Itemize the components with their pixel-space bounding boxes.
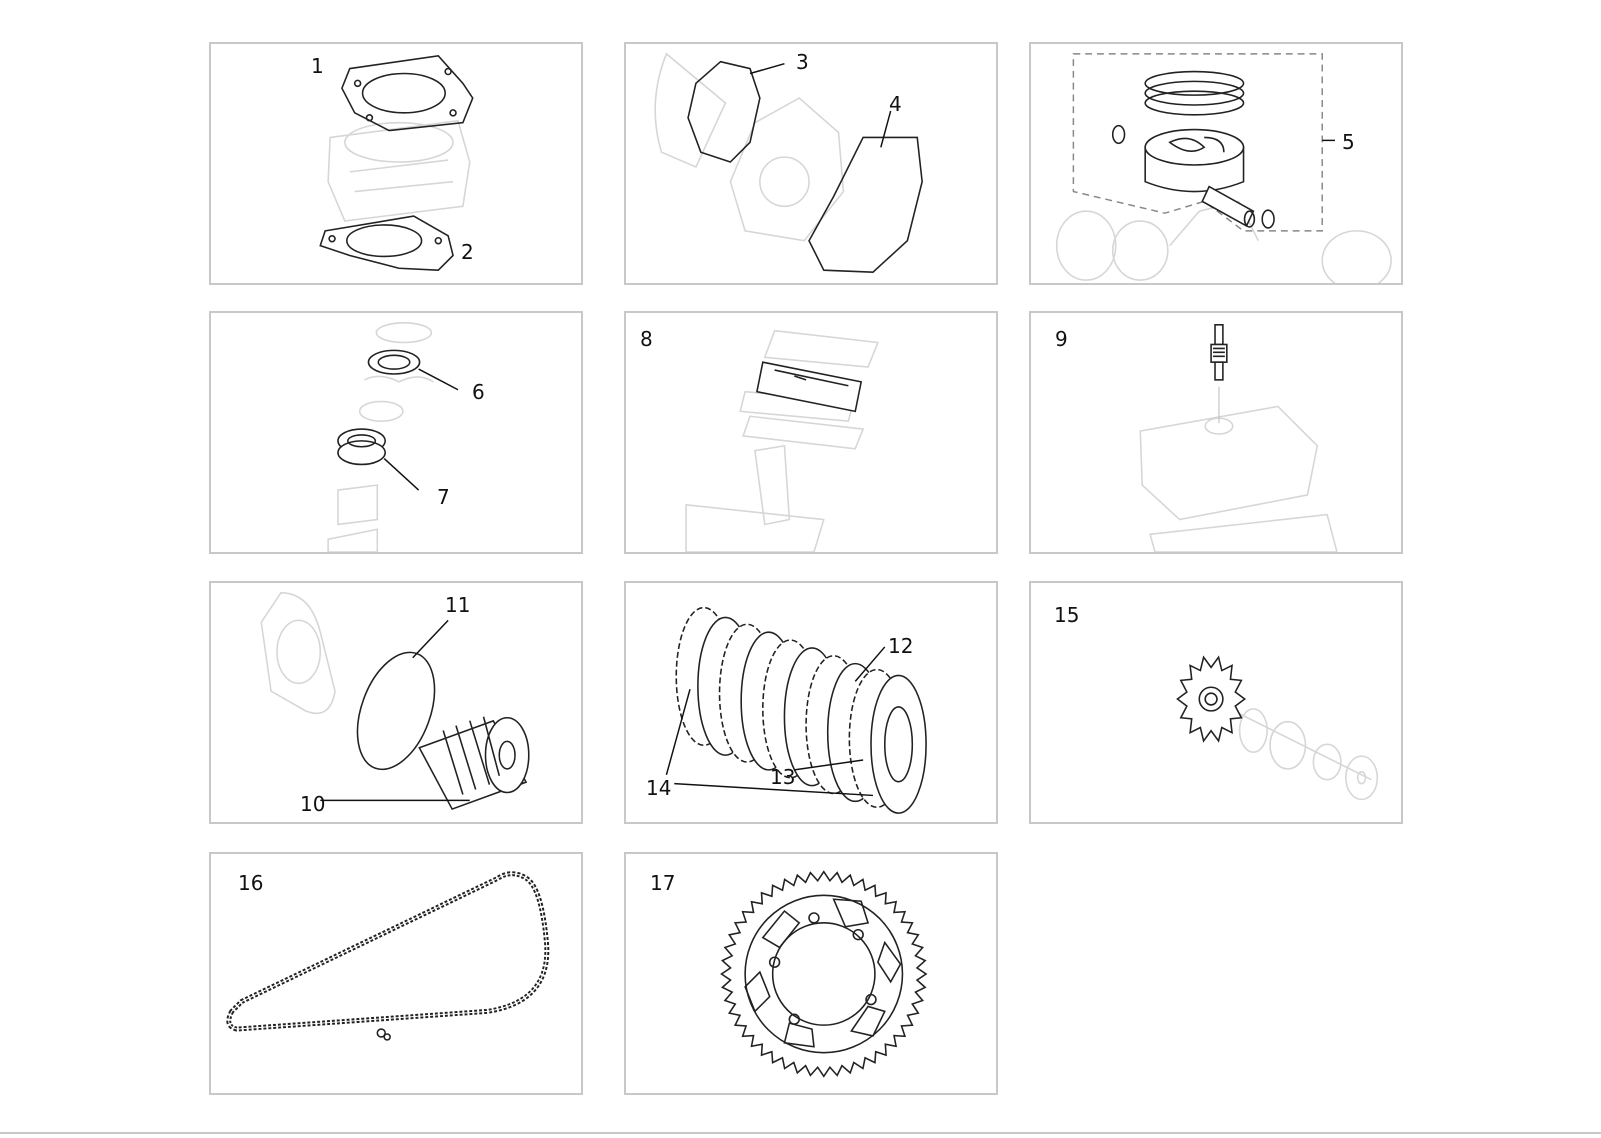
cylinder-ghost	[327, 119, 471, 222]
clutch-plates-drawing	[665, 606, 927, 814]
piston-rings	[1144, 70, 1245, 116]
callout-7: 7	[437, 485, 450, 509]
piston-pin	[1201, 185, 1256, 228]
panel-drive-chain: 16	[209, 852, 583, 1095]
callout-10: 10	[300, 792, 326, 816]
callout-17: 17	[650, 871, 676, 895]
panel-spark-plug: 9	[1029, 311, 1403, 554]
base-gasket	[319, 215, 454, 272]
callout-15: 15	[1054, 603, 1080, 627]
piston-kit-drawing	[1055, 53, 1392, 283]
spark-plug-drawing	[1139, 324, 1338, 552]
callout-6: 6	[472, 380, 485, 404]
chain-master-link	[376, 1028, 386, 1038]
callout-4: 4	[889, 92, 902, 116]
fork-ghost	[327, 322, 434, 552]
callout-8: 8	[640, 327, 653, 351]
oil-seals-drawing	[327, 322, 459, 552]
fork-dust-seal	[337, 428, 420, 491]
callout-5: 5	[1342, 130, 1355, 154]
callout-3: 3	[796, 50, 809, 74]
airbox-ghost	[685, 329, 879, 552]
callout-11: 11	[445, 593, 471, 617]
panel-air-filter: 8	[624, 311, 998, 554]
front-sprocket-drawing	[1176, 655, 1379, 801]
panel-rear-sprocket: 17	[624, 852, 998, 1095]
filter-cover-ghost	[260, 592, 336, 715]
callout-14: 14	[646, 776, 672, 800]
rear-sprocket-drawing	[720, 870, 928, 1078]
circlip	[1111, 124, 1126, 145]
air-filter-element	[755, 361, 863, 413]
piston	[1144, 128, 1245, 193]
clutch-cover-gasket	[687, 60, 785, 163]
cover-gaskets-drawing	[654, 52, 923, 273]
spark-plug	[1210, 324, 1228, 381]
crankcase-ghost	[654, 52, 845, 242]
panel-oil-filter: 11 10	[209, 581, 583, 824]
drive-chain	[226, 871, 550, 1032]
callout-2: 2	[461, 240, 474, 264]
head-gasket	[341, 54, 474, 132]
panel-front-sprocket: 15	[1029, 581, 1403, 824]
sprocket-hardware-ghost	[1233, 708, 1379, 801]
panel-oil-seals: 6 7	[209, 311, 583, 554]
oil-filter	[418, 716, 530, 811]
panel-clutch-plates: 12 13 14	[624, 581, 998, 824]
cylinder-gaskets-drawing	[319, 54, 474, 272]
panel-cylinder-gaskets: 1 2	[209, 42, 583, 285]
callout-12: 12	[888, 634, 914, 658]
chain-master-link	[383, 1033, 391, 1041]
clutch-plate-stack	[675, 606, 927, 814]
front-sprocket	[1176, 655, 1247, 743]
callout-9: 9	[1055, 327, 1068, 351]
callout-1: 1	[311, 54, 324, 78]
drive-chain-drawing	[226, 871, 550, 1041]
fork-oil-seal	[367, 349, 459, 391]
air-filter-drawing	[685, 329, 879, 552]
panel-piston-kit: 5	[1029, 42, 1403, 285]
circlip	[1261, 209, 1275, 229]
panel-cover-gaskets: 3 4	[624, 42, 998, 285]
rear-sprocket	[720, 870, 928, 1078]
oil-filter-drawing	[260, 592, 530, 811]
callout-16: 16	[238, 871, 264, 895]
ignition-cover-gasket	[808, 110, 923, 273]
page-bottom-rule	[0, 1132, 1601, 1134]
callout-13: 13	[770, 765, 796, 789]
valve-cover-ghost	[1139, 405, 1338, 552]
